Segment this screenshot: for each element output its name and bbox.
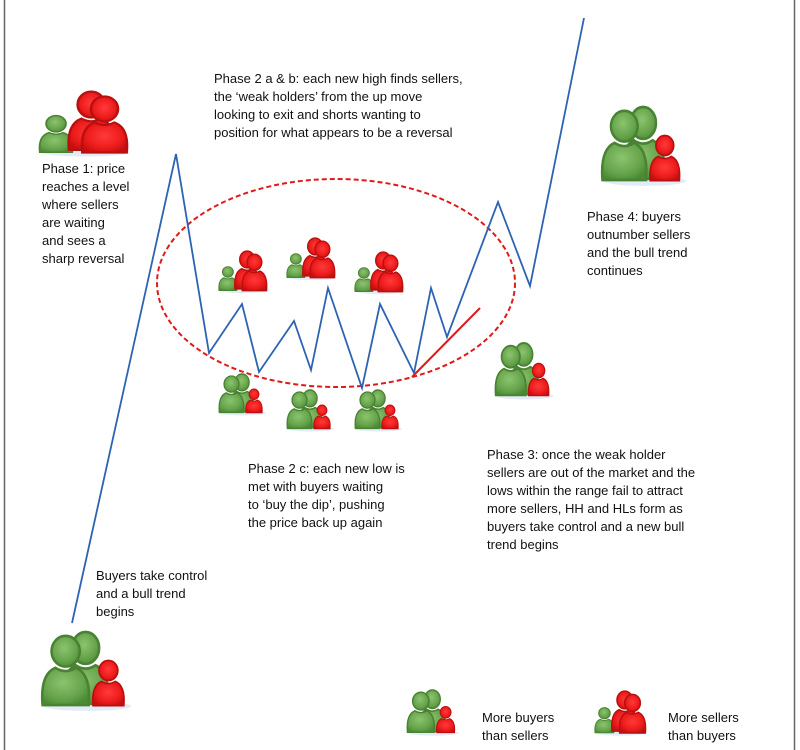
phase2c-annotation: Phase 2 c: each new low is met with buye… [248,461,405,530]
higher-lows-line [411,307,481,378]
buyers-group-low-1-icon [219,374,266,416]
buyers-group-phase3-icon [495,343,553,399]
price-line [71,17,585,624]
sellers-group-high-1-icon [219,251,268,293]
legend-more-buyers-label: More buyers than sellers [482,710,555,743]
sellers-group-phase1-icon [40,92,130,157]
phase1-annotation: Phase 1: price reaches a level where sel… [42,161,130,266]
buyers-group-phase4-icon [602,107,686,186]
sellers-group-high-3-icon [355,252,404,294]
legend-more-sellers-label: More sellers than buyers [668,710,739,743]
phase2ab-annotation: Phase 2 a & b: each new high finds selle… [214,71,463,140]
sellers-group-high-2-icon [287,238,336,280]
phase3-annotation: Phase 3: once the weak holder sellers ar… [487,447,696,552]
buyers-group-low-2-icon [287,390,334,432]
buyers-group-start-icon [42,632,131,711]
bull-start-annotation: Buyers take control and a bull trend beg… [96,568,208,619]
more-sellers-icon [595,691,647,736]
phase4-annotation: Phase 4: buyers outnumber sellers and th… [587,209,691,278]
more-buyers-icon [407,690,459,736]
range-ellipse [156,178,516,388]
buyers-group-low-3-icon [355,390,402,432]
